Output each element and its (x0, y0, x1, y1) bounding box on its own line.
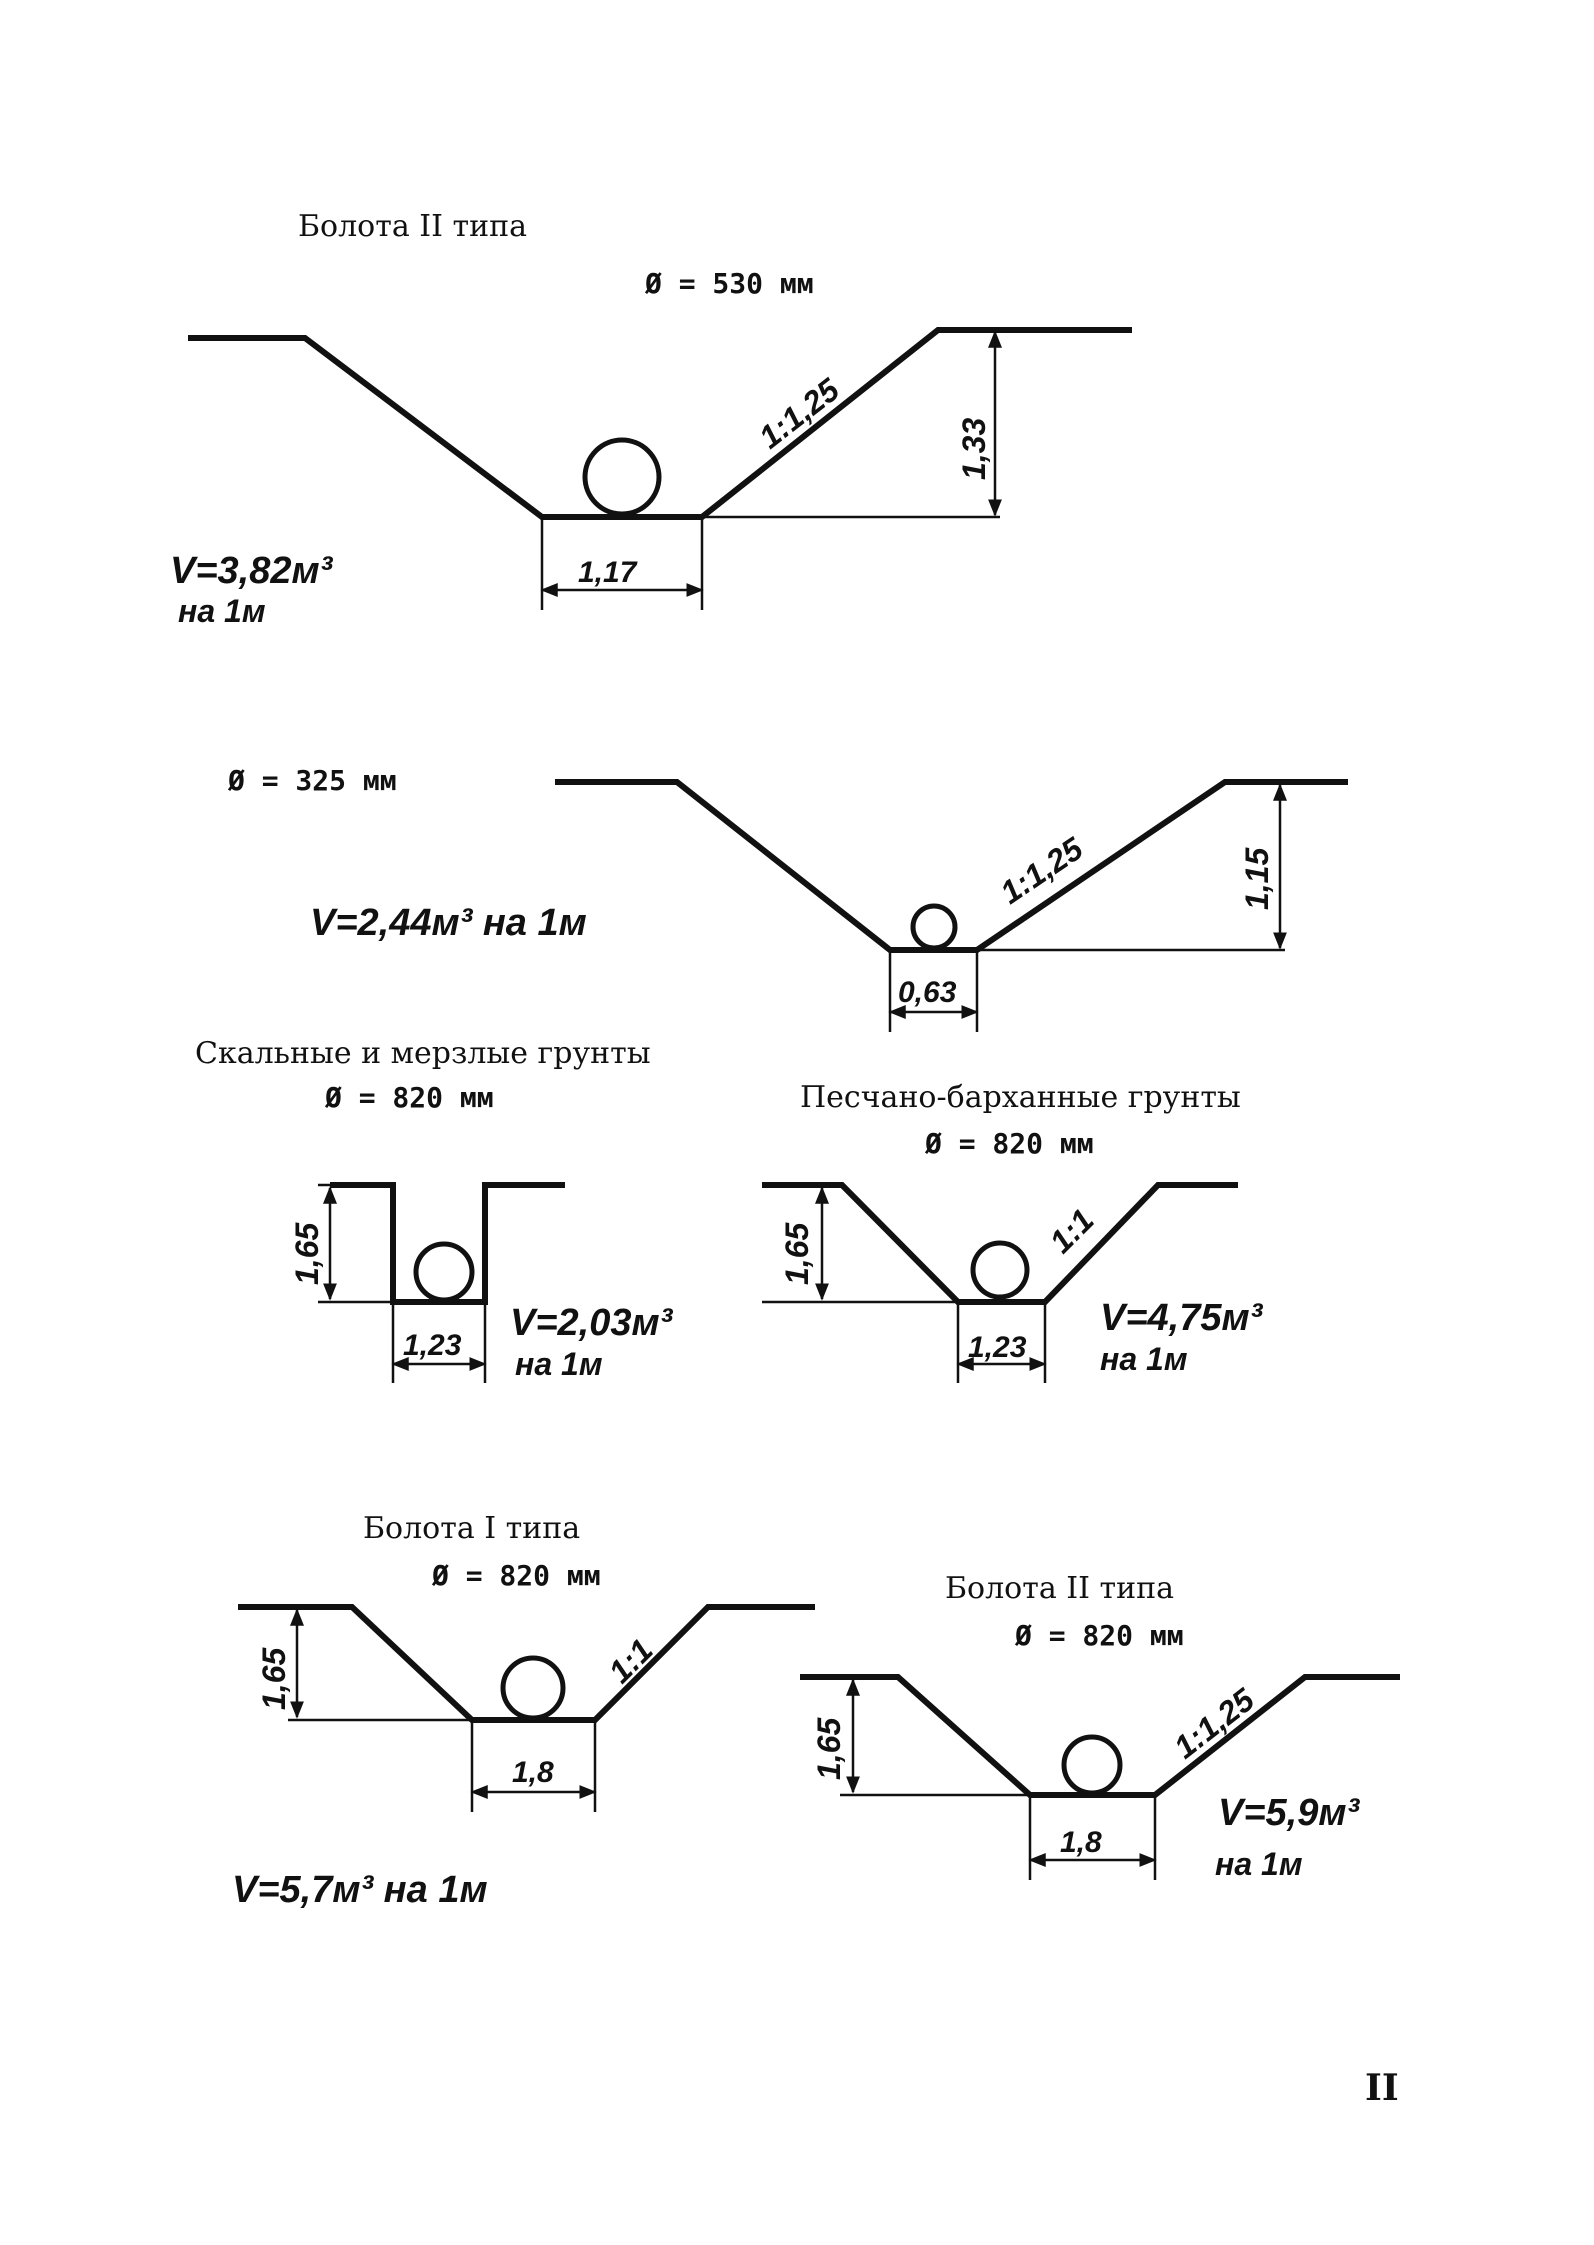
section-title: Скальные и мерзлые грунты (195, 1036, 651, 1071)
trench-profile (188, 327, 1132, 520)
pipe-icon (910, 903, 958, 951)
volume-label: V=3,82м³ (170, 550, 334, 592)
bottom-width-label: 1,23 (968, 1331, 1027, 1364)
pipe-icon (500, 1655, 566, 1721)
volume-per-meter-label: на 1м (1100, 1341, 1188, 1377)
volume-label: V=4,75м³ (1100, 1297, 1264, 1339)
depth-label: 1,65 (811, 1717, 847, 1780)
pipe-diameter-label: Ø = 820 мм (924, 1127, 1094, 1160)
depth-label: 1,65 (779, 1222, 815, 1285)
slope-label: 1:1 (601, 1632, 659, 1690)
trench-profile (762, 1182, 1238, 1305)
pipe-diameter-label: Ø = 820 мм (1014, 1619, 1184, 1652)
section-swamp-type1-820: Болота I типа Ø = 820 мм 1:1 1,65 1,8 V=… (232, 1511, 815, 1911)
section-swamp-type2-325: Ø = 325 мм V=2,44м³ на 1м 1:1,25 1,15 0,… (227, 764, 1348, 1032)
trench-profile (238, 1604, 815, 1723)
pipe-icon (413, 1241, 475, 1303)
bottom-width-label: 1,17 (578, 556, 638, 589)
pipe-diameter-label: Ø = 820 мм (324, 1081, 494, 1114)
pipe-icon (970, 1240, 1030, 1300)
slope-label: 1:1,25 (994, 830, 1090, 911)
bottom-width-label: 1,8 (1060, 1826, 1102, 1859)
volume-label: V=5,7м³ на 1м (232, 1869, 488, 1911)
bottom-width-label: 0,63 (898, 976, 957, 1009)
bottom-width-label: 1,8 (512, 1756, 554, 1789)
depth-label: 1,33 (956, 418, 992, 480)
pipe-diameter-label: Ø = 325 мм (227, 764, 397, 797)
section-rocky-frozen: Скальные и мерзлые грунты Ø = 820 мм 1,6… (195, 1036, 674, 1383)
volume-label: V=2,03м³ (510, 1302, 674, 1344)
pipe-diameter-label: Ø = 820 мм (431, 1559, 601, 1592)
section-swamp-type2-820: Болота II типа Ø = 820 мм 1:1,25 1,65 1,… (800, 1571, 1400, 1882)
volume-per-meter-label: на 1м (178, 593, 266, 629)
volume-label: V=2,44м³ на 1м (310, 902, 587, 944)
volume-per-meter-label: на 1м (515, 1346, 603, 1382)
depth-label: 1,15 (1239, 847, 1275, 910)
section-title: Болота II типа (945, 1571, 1174, 1606)
bottom-width-label: 1,23 (403, 1329, 462, 1362)
section-title: Болота I типа (363, 1511, 580, 1546)
trench-profile (555, 779, 1348, 953)
page-number: II (1365, 2067, 1399, 2109)
section-title: Песчано-барханные грунты (800, 1080, 1241, 1115)
depth-label: 1,65 (256, 1647, 292, 1710)
pipe-icon (1061, 1734, 1123, 1796)
section-swamp-type2-530: Болота II типа Ø = 530 мм 1:1,25 1,33 1,… (170, 209, 1132, 629)
volume-label: V=5,9м³ (1218, 1792, 1360, 1834)
section-sandy-dune: Песчано-барханные грунты Ø = 820 мм 1:1 … (762, 1080, 1264, 1383)
pipe-icon (582, 437, 662, 517)
depth-label: 1,65 (289, 1222, 325, 1285)
pipe-diameter-label: Ø = 530 мм (644, 267, 814, 300)
section-title: Болота II типа (298, 209, 527, 244)
volume-per-meter-label: на 1м (1215, 1846, 1303, 1882)
